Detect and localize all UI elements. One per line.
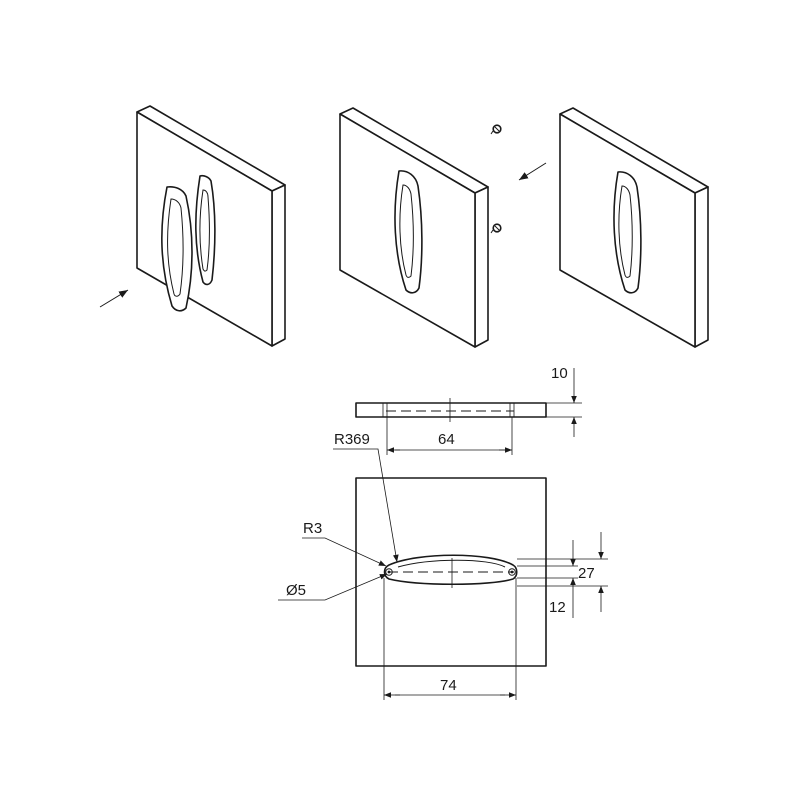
dimension-handle-length: 74: [383, 578, 517, 700]
arrow-icon: [99, 289, 129, 308]
screw-icon: [490, 124, 502, 135]
dimension-hole-spacing: 64: [386, 417, 513, 455]
screw-hole-right: [508, 568, 516, 576]
dim-handle-length-label: 74: [440, 677, 457, 694]
dimension-handle-height: 27: [517, 532, 608, 612]
dim-end-radius-label: R3: [303, 520, 322, 537]
dim-handle-height-label: 27: [578, 565, 595, 582]
arrow-icon: [518, 162, 547, 181]
dim-arc-radius-label: R369: [334, 431, 370, 448]
dim-thickness-label: 10: [551, 365, 568, 382]
front-view: [355, 477, 547, 667]
dimension-hole-offset: 12: [517, 540, 578, 618]
door-panel-step-3: [518, 107, 709, 348]
dim-hole-offset-label: 12: [549, 599, 566, 616]
screw-hole-left: [385, 568, 393, 576]
handle-mounted: [394, 170, 423, 294]
handle-outline: [383, 554, 518, 586]
dim-hole-diameter-label: Ø5: [286, 582, 306, 599]
door-panel-step-1: [99, 105, 286, 347]
door-panel-step-2: [339, 107, 502, 348]
handle-back: [195, 174, 216, 286]
dimension-end-radius: R3: [302, 520, 387, 567]
dimension-hole-diameter: Ø5: [278, 573, 388, 601]
dimension-arc-radius: R369: [333, 431, 399, 563]
side-view: [355, 398, 547, 422]
handle-front: [161, 186, 193, 312]
screw-icon: [490, 223, 502, 234]
handle-finished: [613, 171, 642, 294]
dimension-thickness: 10: [546, 365, 582, 437]
dim-hole-spacing-label: 64: [438, 431, 455, 448]
